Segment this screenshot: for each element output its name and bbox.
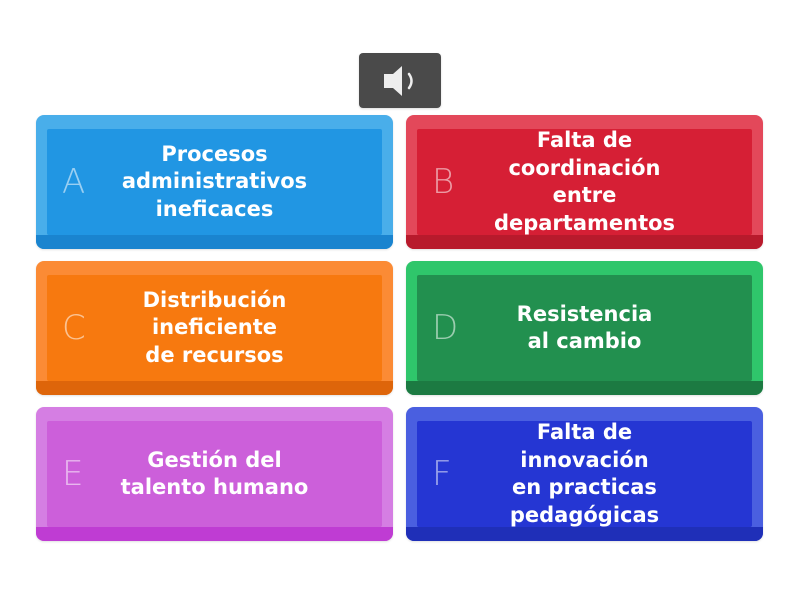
answer-option-d[interactable]: D Resistencia al cambio (406, 261, 763, 395)
option-letter: C (62, 308, 86, 348)
option-text: Distribución ineficiente de recursos (142, 287, 287, 367)
card-face (417, 275, 752, 381)
answer-option-c[interactable]: C Distribución ineficiente de recursos (36, 261, 393, 395)
card-bevel-bottom (36, 381, 393, 395)
option-text: Procesos administrativos ineficaces (121, 141, 308, 221)
play-audio-button[interactable] (359, 53, 441, 108)
card-bevel-bottom (406, 527, 763, 541)
card-face (47, 421, 382, 527)
option-letter: F (432, 454, 452, 494)
card-face (47, 129, 382, 235)
card-face (417, 129, 752, 235)
option-text: Falta de coordinación entre departamento… (493, 128, 676, 235)
answer-option-e[interactable]: E Gestión del talento humano (36, 407, 393, 541)
option-text: Resistencia al cambio (516, 301, 653, 354)
answer-option-b[interactable]: B Falta de coordinación entre departamen… (406, 115, 763, 249)
option-text: Falta de innovación en practicas pedagóg… (509, 420, 660, 527)
option-text: Gestión del talento humano (120, 447, 309, 500)
option-letter: E (62, 454, 84, 494)
answer-option-f[interactable]: F Falta de innovación en practicas pedag… (406, 407, 763, 541)
option-letter: B (432, 162, 455, 202)
option-letter: D (432, 308, 459, 348)
card-bevel-bottom (36, 527, 393, 541)
option-letter: A (62, 162, 86, 202)
card-bevel-bottom (406, 235, 763, 249)
card-bevel-bottom (406, 381, 763, 395)
card-bevel-bottom (36, 235, 393, 249)
answer-option-a[interactable]: A Procesos administrativos ineficaces (36, 115, 393, 249)
card-face (47, 275, 382, 381)
speaker-icon (384, 65, 413, 96)
card-face (417, 421, 752, 527)
